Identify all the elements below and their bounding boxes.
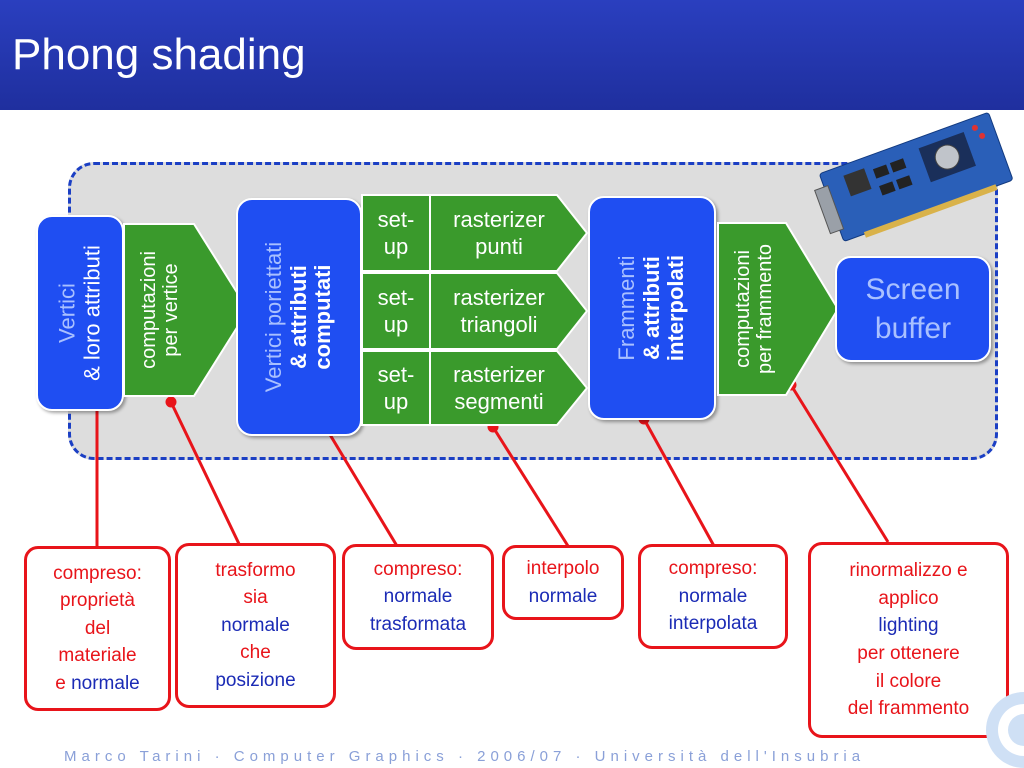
- rasterizer-segments-label: rasterizer: [453, 361, 545, 387]
- vertex-processing-label-2: per vertice: [160, 263, 182, 357]
- projected-vertices-box: Vertici poriettati & attributi computati: [236, 198, 362, 436]
- connector-dot: [165, 396, 177, 408]
- projected-computed-label: computati: [310, 264, 336, 370]
- rasterizer-triangles-arrow: rasterizer triangoli: [429, 272, 589, 350]
- rasterizer-points-type: punti: [475, 234, 523, 259]
- vertex-processing-arrow: computazioni per vertice: [122, 222, 250, 398]
- projected-vertices-label: Vertici poriettati: [261, 241, 287, 393]
- fragments-box: Frammenti & attributi interpolati: [588, 196, 716, 420]
- fragments-interpolated-label: interpolati: [663, 254, 689, 362]
- rasterizer-points-arrow: rasterizer punti: [429, 194, 589, 272]
- note-transformed-normal: compreso: normale trasformata: [342, 544, 494, 650]
- university-logo-icon: [986, 692, 1024, 768]
- screen-buffer-box: Screen buffer: [835, 256, 991, 362]
- rasterizer-segments-type: segmenti: [454, 389, 544, 414]
- fragment-processing-arrow: computazioni per frammento: [716, 221, 840, 397]
- fragment-processing-label-2: per frammento: [754, 243, 776, 375]
- vertici-label: Vertici: [54, 283, 80, 343]
- connector-line: [491, 426, 570, 547]
- vertici-attributes-label: & loro attributi: [79, 245, 104, 381]
- slide-title: Phong shading: [12, 30, 306, 79]
- rasterizer-segments-arrow: rasterizer segmenti: [429, 350, 589, 426]
- note-transform: trasformo sia normale che posizione: [175, 543, 336, 708]
- vertex-processing-label-1: computazioni: [138, 251, 160, 369]
- screen-buffer-label-1: Screen: [865, 273, 961, 306]
- fragment-processing-label-1: computazioni: [732, 250, 754, 368]
- title-bar: Phong shading: [0, 0, 1024, 110]
- projected-attributes-label: & attributi: [285, 265, 311, 369]
- footer-credits: Marco Tarini · Computer Graphics · 2006/…: [64, 748, 866, 765]
- setup-cell-triangles: set-up: [361, 272, 431, 350]
- setup-cell-segments: set-up: [361, 350, 431, 426]
- connector-line: [642, 418, 716, 547]
- setup-cell-points: set-up: [361, 194, 431, 272]
- graphics-card-image: [814, 112, 1013, 242]
- note-material-properties: compreso: proprietà del materiale e norm…: [24, 546, 171, 711]
- screen-buffer-label-2: buffer: [874, 312, 952, 345]
- note-interpolate-normal: interpolo normale: [502, 545, 624, 620]
- vertici-box: Vertici & loro attributi: [36, 215, 124, 411]
- fragments-label: Frammenti: [614, 255, 640, 361]
- rasterizer-triangles-type: triangoli: [460, 312, 538, 337]
- rasterizer-triangles-label: rasterizer: [453, 284, 545, 310]
- connector-line: [324, 427, 399, 547]
- rasterizer-points-label: rasterizer: [453, 206, 545, 232]
- connector-line: [169, 401, 242, 547]
- fragments-attributes-label: & attributi: [638, 256, 664, 360]
- note-renormalize-lighting: rinormalizzo e applico lighting per otte…: [808, 542, 1009, 738]
- connector-line: [789, 384, 890, 543]
- note-interpolated-normal: compreso: normale interpolata: [638, 544, 788, 649]
